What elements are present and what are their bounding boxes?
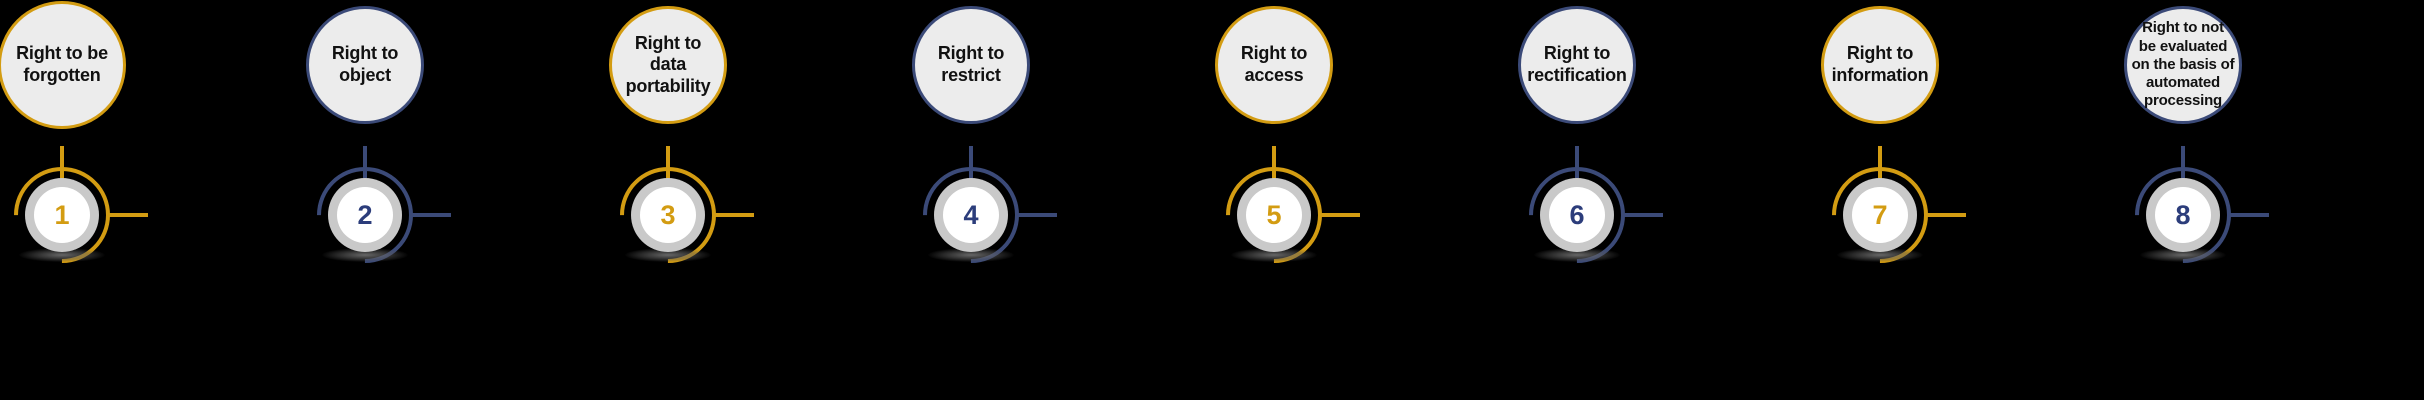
connector-stub-8 xyxy=(2181,146,2185,208)
connector-rail-8 xyxy=(2229,213,2269,217)
step-number-5: 5 xyxy=(1246,187,1302,243)
connector-stub-5 xyxy=(1272,146,1276,208)
step-number-4: 4 xyxy=(943,187,999,243)
step-node-2[interactable]: 2 xyxy=(328,178,402,252)
step-number-8: 8 xyxy=(2155,187,2211,243)
connector-rail-4 xyxy=(1017,213,1057,217)
step-node-4[interactable]: 4 xyxy=(934,178,1008,252)
node-shadow-7 xyxy=(1837,248,1923,262)
connector-stub-2 xyxy=(363,146,367,208)
step-number-1: 1 xyxy=(34,187,90,243)
node-shadow-3 xyxy=(625,248,711,262)
node-shadow-2 xyxy=(322,248,408,262)
connector-rail-2 xyxy=(411,213,451,217)
node-shadow-8 xyxy=(2140,248,2226,262)
connector-rail-6 xyxy=(1623,213,1663,217)
connector-stub-6 xyxy=(1575,146,1579,208)
step-node-3[interactable]: 3 xyxy=(631,178,705,252)
connector-rail-7 xyxy=(1926,213,1966,217)
connector-stub-7 xyxy=(1878,146,1882,208)
connector-rail-1 xyxy=(108,213,148,217)
step-node-8[interactable]: 8 xyxy=(2146,178,2220,252)
node-shadow-1 xyxy=(19,248,105,262)
connector-rail-5 xyxy=(1320,213,1360,217)
step-number-7: 7 xyxy=(1852,187,1908,243)
node-shadow-4 xyxy=(928,248,1014,262)
step-node-1[interactable]: 1 xyxy=(25,178,99,252)
step-number-6: 6 xyxy=(1549,187,1605,243)
connector-stub-1 xyxy=(60,146,64,208)
step-node-5[interactable]: 5 xyxy=(1237,178,1311,252)
step-node-6[interactable]: 6 xyxy=(1540,178,1614,252)
node-shadow-5 xyxy=(1231,248,1317,262)
step-node-7[interactable]: 7 xyxy=(1843,178,1917,252)
connector-stub-4 xyxy=(969,146,973,208)
node-shadow-6 xyxy=(1534,248,1620,262)
connector-rail-3 xyxy=(714,213,754,217)
step-number-3: 3 xyxy=(640,187,696,243)
step-number-2: 2 xyxy=(337,187,393,243)
connector-stub-3 xyxy=(666,146,670,208)
